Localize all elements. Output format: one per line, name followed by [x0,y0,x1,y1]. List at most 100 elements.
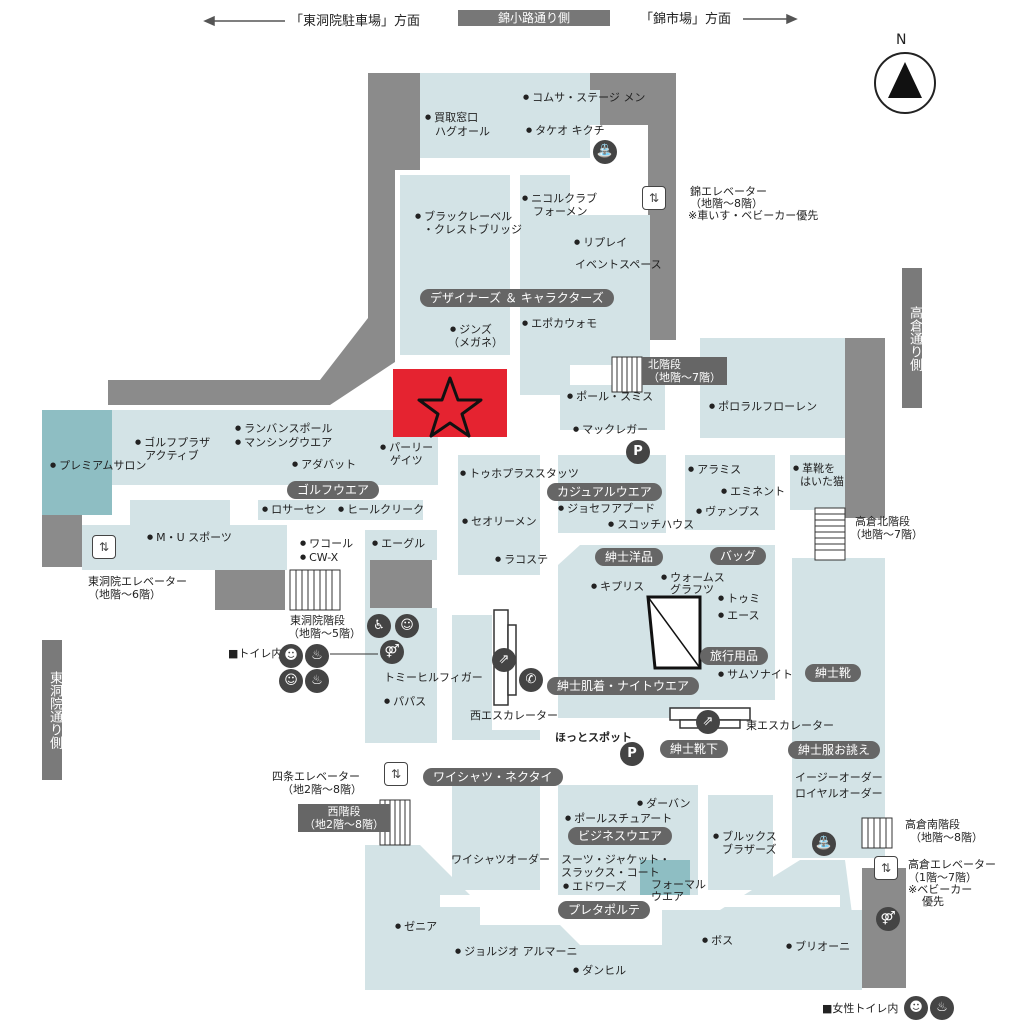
toilet-inside-label: ■トイレ内 [228,647,283,660]
shop-dunhill: ダンヒル [573,964,626,977]
direction-nishiki-market: 「錦市場」方面 [640,12,732,27]
shop-samsonite: サムソナイト [718,668,793,681]
shop-kawagutsu: 革靴を [793,462,835,475]
takakura-elevator-label: 高倉エレベーター [908,858,996,871]
shop-wolmes: ウォームス [661,571,725,584]
shop-pearly: パーリー [380,441,433,454]
higashinotoin-stairs-range: （地階〜5階） [288,627,361,640]
shijo-elevator-range: （地2階〜8階） [282,783,362,796]
shop-eminent: エミネント [721,485,785,498]
baby-chair-icon: ☻ [279,644,303,668]
chair-icon: ⛲ [593,140,617,164]
higashinotoin-elevator-range: （地階〜6階） [88,588,161,601]
street-label-higashinotoin: 東洞院通り側 [42,640,62,780]
takakura-elevator-range: （1階〜7階） [908,871,977,884]
shop-tough: トゥホプラススタッツ [460,467,579,480]
west-escalator-label: 西エスカレーター [470,709,558,722]
shop-hugall: ハグオール [435,125,490,138]
shop-jins: ジンズ [450,323,492,336]
category-order-suit: 紳士服お誂え [788,741,881,759]
takakura-north-stairs-label: 高倉北階段 [855,515,910,528]
elevator-icon: ⇅ [874,856,898,880]
shop-brooks: ブルックス [713,830,777,843]
category-socks: 紳士靴下 [660,740,729,758]
east-escalator-label: 東エスカレーター [746,719,834,732]
category-designers: デザイナーズ ＆ キャラクターズ [420,289,614,307]
shop-rossa: ロサーセン [262,503,326,516]
shop-durban: ダーバン [637,797,690,810]
west-stairs-label: 西階段（地2階〜8階） [298,804,390,832]
shop-adabat: アダバット [292,458,356,471]
restroom-icon: ⚤ [876,907,900,931]
shop-munsing: マンシングウエア [235,436,332,449]
changing-icon: ♨ [305,669,329,693]
shop-suits: スーツ・ジャケット・ [561,853,671,866]
diaper-icon: ♨ [305,644,329,668]
parking-icon: P [626,440,650,464]
nishiki-elevator-note: ※車いす・ベビーカー優先 [688,209,819,222]
shop-polo: ポロラルフローレン [709,400,817,413]
shop-event: イベントスペース [575,258,662,271]
street-label-nishikikoji: 錦小路通り側 [458,10,610,26]
category-golf: ゴルフウエア [287,481,380,499]
shop-brooks2: ブラザーズ [722,843,777,856]
north-stairs-name: 北階段 [648,358,681,371]
shop-premium: プレミアムサロン [50,459,146,472]
shop-lacoste: ラコステ [495,553,548,566]
category-mens-shoes: 紳士靴 [805,664,862,682]
shop-brioni: ブリオーニ [786,940,850,953]
phone-icon: ✆ [519,668,543,692]
shop-mu: M・U スポーツ [147,531,232,544]
shop-cwx: CW-X [300,551,338,564]
elevator-icon: ⇅ [92,535,116,559]
north-stairs-range: （地階〜7階） [648,371,721,384]
shop-kaitori: 買取窓口 [425,111,478,124]
street-label-takakura: 高倉通り側 [902,268,922,408]
higashinotoin-stairs-label: 東洞院階段 [290,614,345,627]
shop-easy: イージーオーダー [795,771,883,784]
shop-comme-ca: コムサ・ステージ メン [523,91,645,104]
wheelchair-icon: ♿ [367,614,391,638]
shop-royal: ロイヤルオーダー [795,787,883,800]
hotspot-label: ほっとスポット [555,731,632,744]
shop-nicole2: フォーメン [533,205,588,218]
women-toilet-inside-label: ■女性トイレ内 [822,1002,899,1015]
category-pret: プレタポルテ [558,901,651,919]
west-stairs-name: 西階段 [327,805,361,818]
shop-scotch: スコッチハウス [608,518,694,531]
elevator-icon: ⇅ [642,186,666,210]
shop-joseph: ジョセフアブード [558,502,655,515]
escalator-icon: ⇗ [696,710,720,734]
shop-replay: リプレイ [574,236,627,249]
category-underwear: 紳士肌着・ナイトウエア [547,677,700,695]
shop-wolmes2: グラフツ [670,583,714,596]
shop-epoca: エポカウォモ [522,317,597,330]
higashinotoin-elevator-label: 東洞院エレベーター [88,575,187,588]
shop-toumi: トゥミ [718,592,760,605]
shop-armani: ジョルジオ アルマーニ [455,945,577,958]
shop-aramis: アラミス [688,463,741,476]
shop-heel: ヒールクリーク [338,503,424,516]
parking-icon: P [620,742,644,766]
shop-kawagutsu2: はいた猫 [800,475,844,488]
category-bags: バッグ [710,547,767,565]
restroom-icon: ⚤ [380,640,404,664]
shop-formal: フォーマル [651,878,706,891]
nursing-icon: ☺ [279,669,303,693]
shop-zegna: ゼニア [395,920,437,933]
shop-nicole: ニコルクラブ [522,192,597,205]
north-stairs-label: 北階段（地階〜7階） [642,357,727,385]
baby-chair-icon: ☻ [904,996,928,1020]
takakura-south-stairs-label: 高倉南階段 [905,818,960,831]
shop-pearly2: ゲイツ [390,454,423,467]
takakura-elevator-note2: 優先 [922,895,944,908]
nishiki-elevator-label: 錦エレベーター [690,185,767,198]
shop-mcgregor: マックレガー [573,423,648,436]
shop-megane: （メガネ） [448,336,503,349]
shop-black-label: ブラックレーベル [415,210,512,223]
shop-edwards: エドワーズ [563,880,626,893]
shop-formal2: ウエア [651,890,684,903]
shop-wacoal: ワコール [300,537,353,550]
elevator-icon: ⇅ [384,762,408,786]
